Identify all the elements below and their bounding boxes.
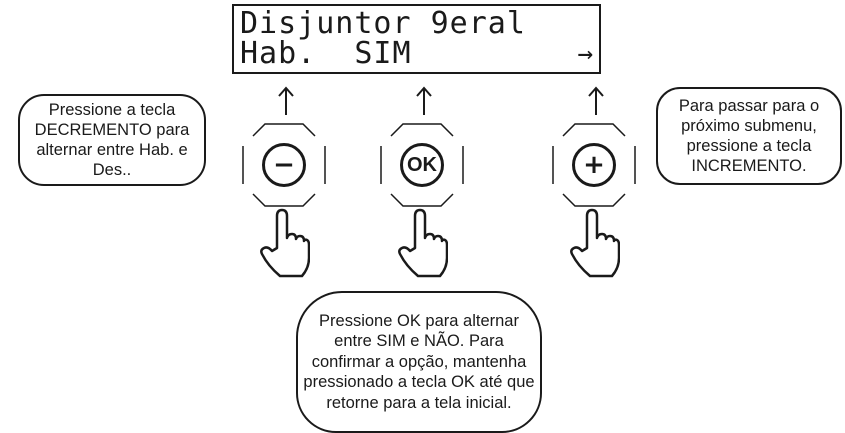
key-frame [552, 123, 636, 207]
ok-label: OK [407, 154, 437, 176]
lcd-display: Disjuntor 9eral Hab. SIM → [232, 4, 601, 74]
decrement-key[interactable]: − [239, 120, 329, 210]
minus-button[interactable]: − [262, 143, 306, 187]
minus-icon: − [273, 150, 295, 180]
hand-pointer-icon [398, 208, 448, 278]
hand-pointer-icon [260, 208, 310, 278]
arrow-up-icon [588, 86, 604, 115]
increment-key[interactable]: + [549, 120, 639, 210]
lcd-line-1: Disjuntor 9eral [240, 6, 526, 41]
key-frame [242, 123, 326, 207]
hand-pointer-icon [570, 208, 620, 278]
callout-ok: Pressione OK para alternar entre SIM e N… [296, 291, 542, 433]
arrow-up-icon [278, 86, 294, 115]
ok-button[interactable]: OK [400, 143, 444, 187]
key-frame [380, 123, 464, 207]
lcd-next-indicator: → [577, 39, 593, 69]
arrow-up-icon [416, 86, 432, 115]
plus-icon: + [583, 150, 605, 180]
lcd-line-2: Hab. SIM [240, 36, 412, 71]
callout-increment: Para passar para o próximo submenu, pres… [656, 87, 842, 185]
ok-key[interactable]: OK [377, 120, 467, 210]
plus-button[interactable]: + [572, 143, 616, 187]
callout-increment-text: Para passar para o próximo submenu, pres… [678, 97, 820, 175]
callout-decrement: Pressione a tecla DECREMENTO para altern… [18, 94, 206, 186]
callout-decrement-text: Pressione a tecla DECREMENTO para altern… [34, 101, 190, 179]
callout-ok-text: Pressione OK para alternar entre SIM e N… [303, 311, 535, 412]
